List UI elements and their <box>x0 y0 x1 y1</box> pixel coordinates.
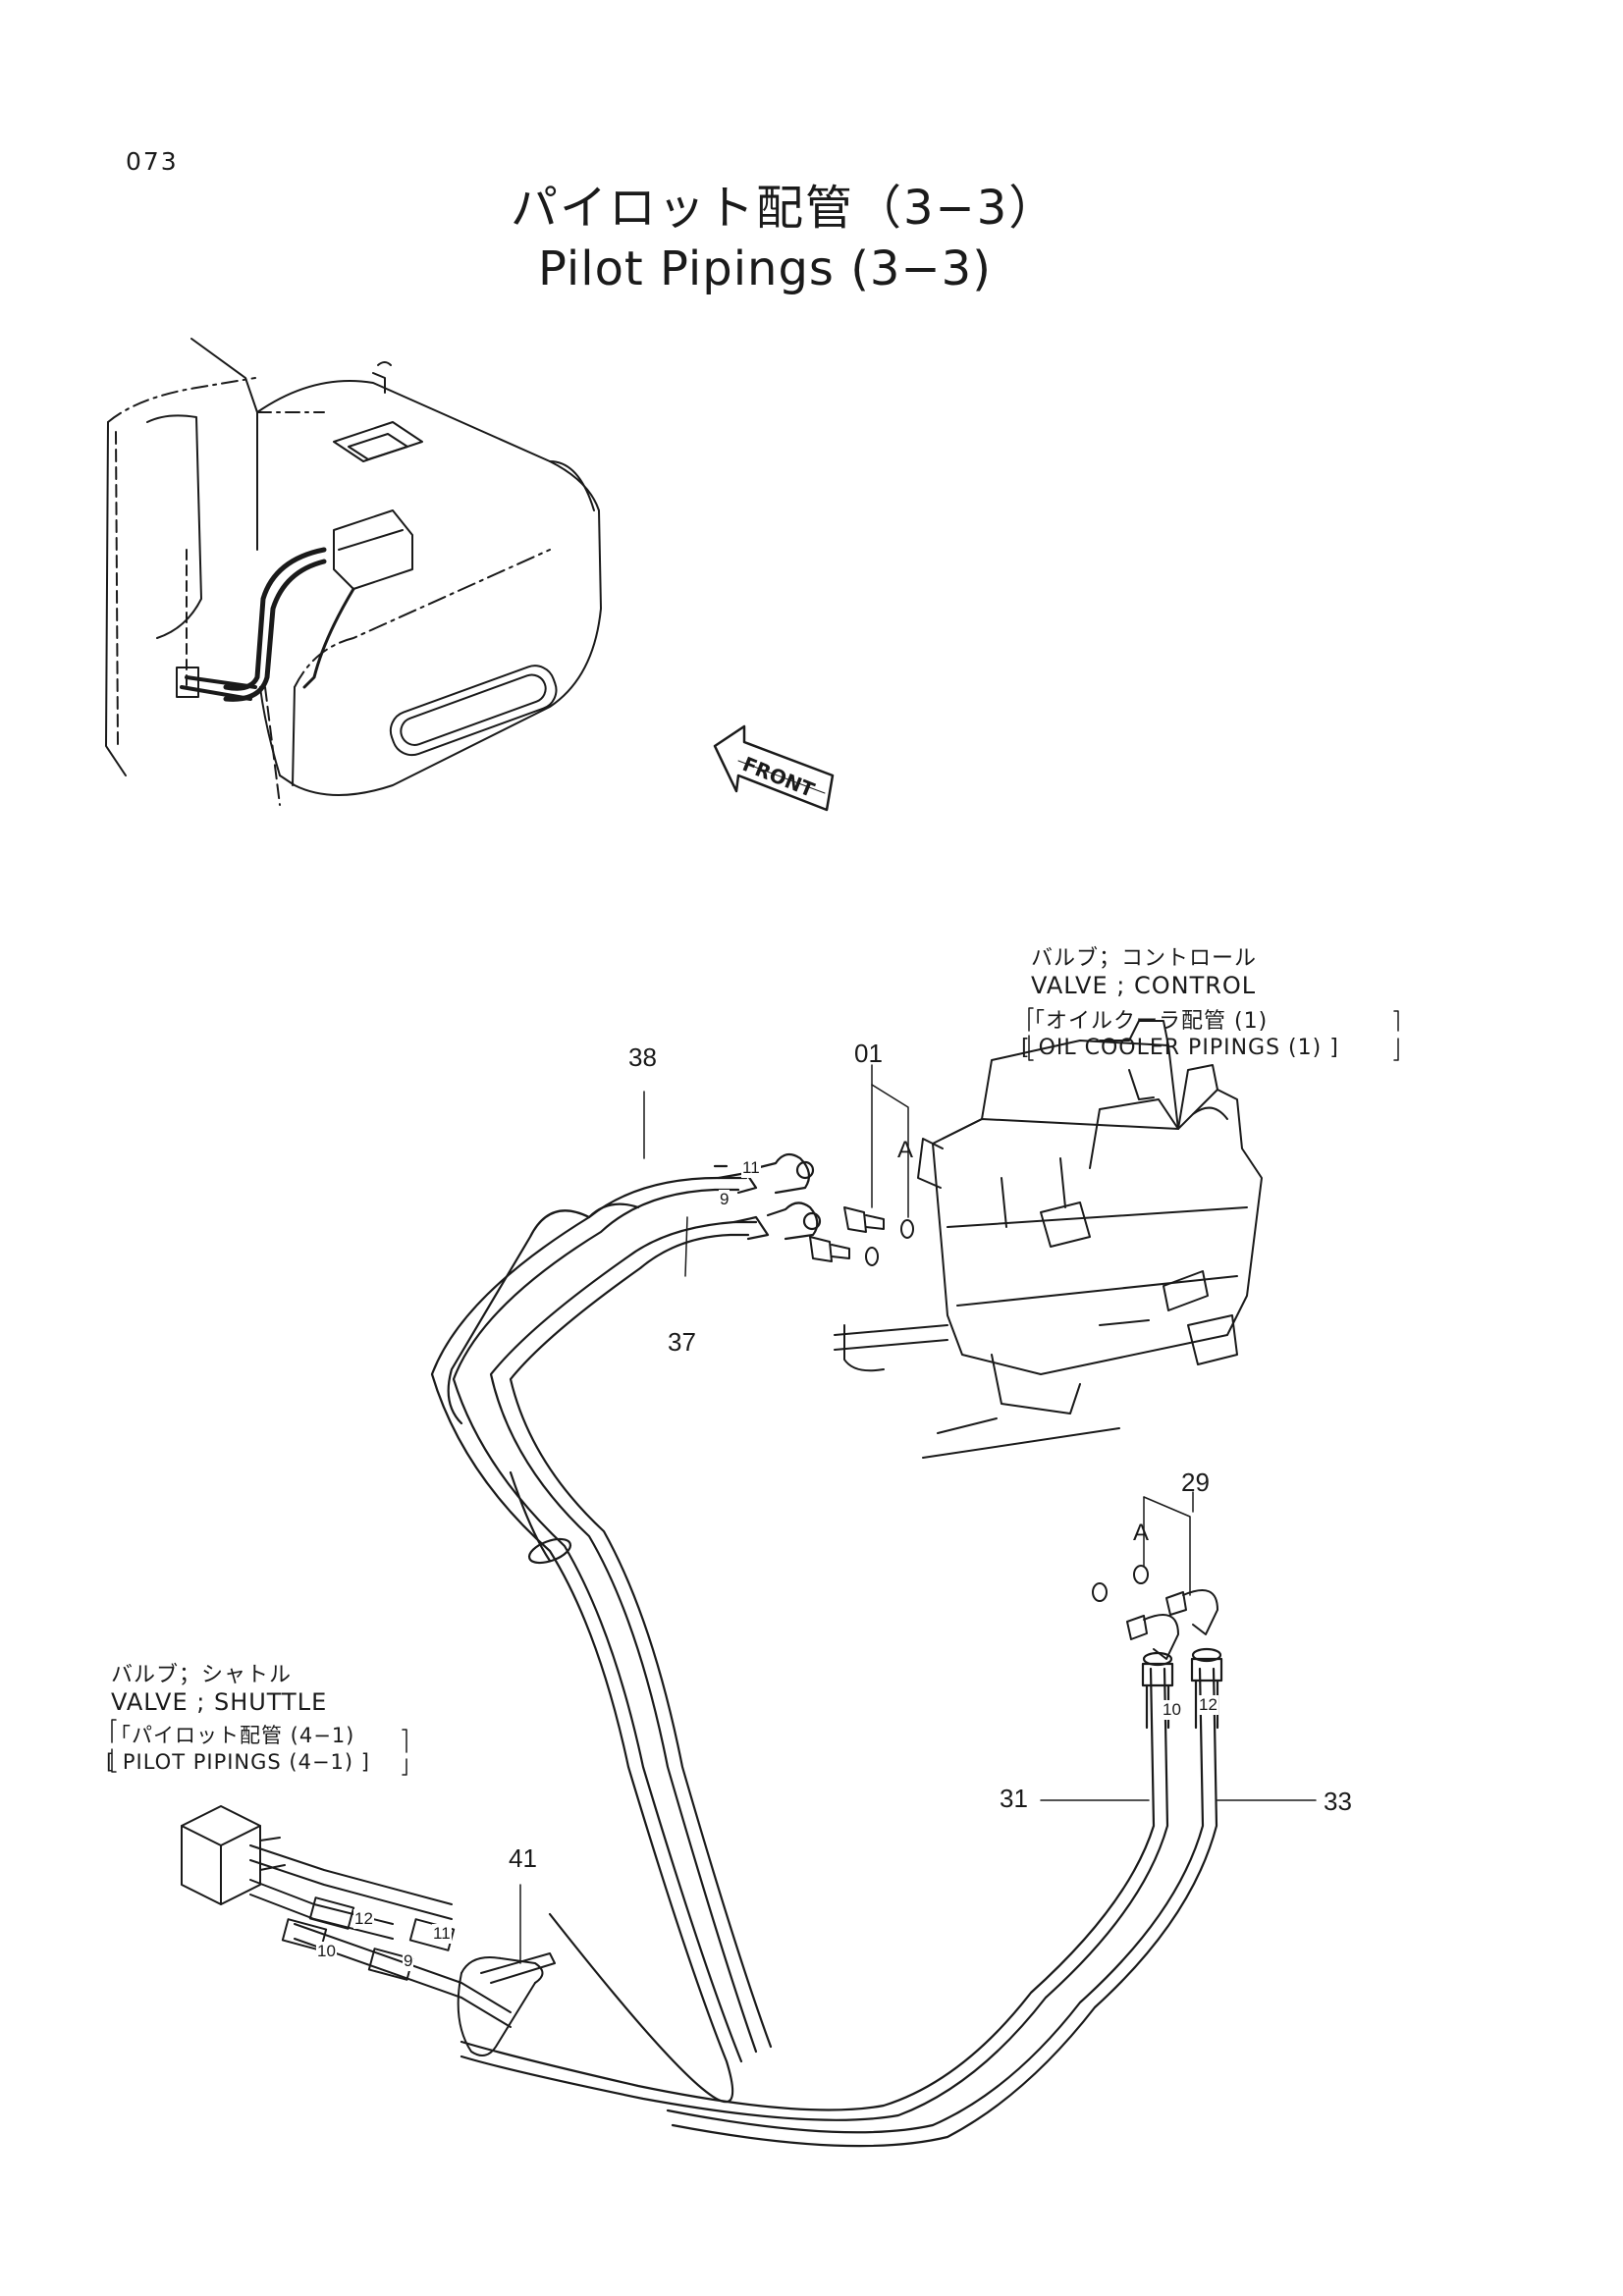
port-mark-9-top: 9 <box>719 1190 730 1209</box>
shuttle-valve-ref-en: [ PILOT PIPINGS (4−1) ] <box>106 1750 370 1774</box>
callout-33: 33 <box>1324 1787 1352 1816</box>
clamp-band <box>457 1952 556 2056</box>
callout-29: 29 <box>1181 1468 1210 1497</box>
shuttle-valve-label-en: VALVE ; SHUTTLE <box>111 1688 328 1716</box>
port-mark-10-left: 10 <box>316 1942 337 1961</box>
control-valve-ref-en: [ OIL COOLER PIPINGS (1) ] <box>1021 1036 1339 1060</box>
front-arrow-icon <box>713 724 835 812</box>
control-valve <box>834 1020 1263 1459</box>
page-number: 073 <box>126 147 179 176</box>
page-title-jp: パイロット配管（3−3） <box>511 181 1058 236</box>
callout-37: 37 <box>668 1327 696 1357</box>
shuttle-valve <box>181 1805 512 2028</box>
port-mark-12-left: 12 <box>353 1909 374 1929</box>
callout-31: 31 <box>1000 1784 1028 1813</box>
control-valve-label-jp: バルブ；コントロール <box>1031 946 1258 971</box>
machine-overview <box>105 338 602 806</box>
control-valve-ref-jp: 「オイルクーラ配管 (1) <box>1023 1009 1269 1034</box>
hoses-31-33 <box>460 1647 1223 2148</box>
port-mark-11-top: 11 <box>741 1158 761 1178</box>
dimension-a-top: A <box>897 1137 914 1163</box>
port-mark-10-right: 10 <box>1162 1700 1182 1720</box>
port-mark-9-left: 9 <box>403 1951 414 1971</box>
callout-01: 01 <box>854 1039 883 1068</box>
callout-41: 41 <box>509 1843 537 1873</box>
hoses-37-38 <box>430 1152 822 2104</box>
leader-lines <box>519 1064 1317 1964</box>
shuttle-valve-ref-jp: 「パイロット配管 (4−1) <box>110 1724 355 1747</box>
reference-brackets <box>111 1007 1399 1776</box>
dimension-a-bottom: A <box>1133 1520 1150 1546</box>
shuttle-valve-label-jp: バルブ；シャトル <box>111 1663 293 1687</box>
port-mark-11-left: 11 <box>432 1924 452 1944</box>
control-valve-label-en: VALVE ; CONTROL <box>1031 972 1257 999</box>
page-title-en: Pilot Pipings (3−3) <box>538 241 992 296</box>
callout-38: 38 <box>628 1042 657 1072</box>
valve-fittings <box>809 1084 1218 1660</box>
port-mark-12-right: 12 <box>1198 1695 1218 1715</box>
